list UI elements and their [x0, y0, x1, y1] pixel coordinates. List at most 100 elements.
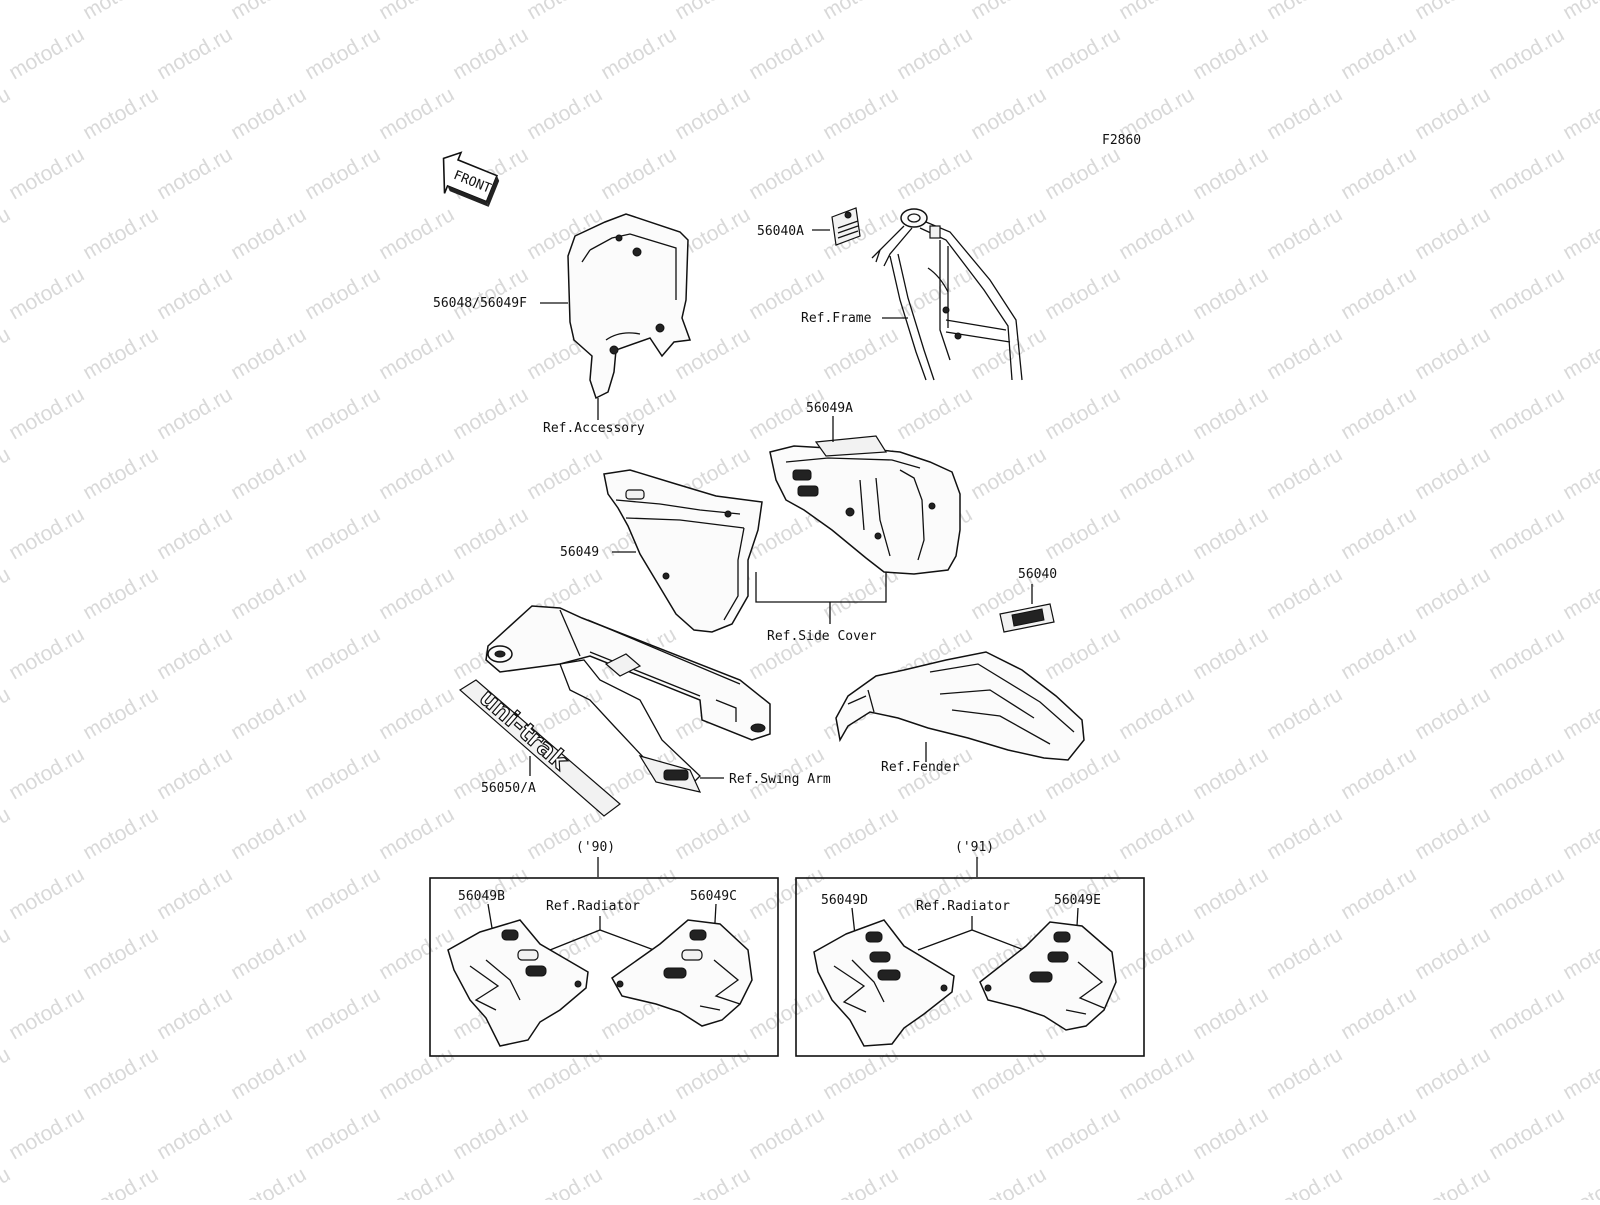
- watermark-text: motod.ru: [893, 863, 976, 924]
- watermark-text: motod.ru: [79, 323, 162, 384]
- watermark-text: motod.ru: [1115, 1043, 1198, 1104]
- watermark-text: motod.ru: [893, 1103, 976, 1164]
- watermark-text: motod.ru: [1337, 263, 1420, 324]
- watermark-text: motod.ru: [1115, 1163, 1198, 1200]
- watermark-text: motod.ru: [1337, 143, 1420, 204]
- watermark-text: motod.ru: [745, 983, 828, 1044]
- watermark-text: motod.ru: [227, 323, 310, 384]
- watermark-text: motod.ru: [1411, 1043, 1494, 1104]
- label-56049a: 56049A: [806, 401, 853, 416]
- panel-90-right-label: 56049C: [690, 889, 737, 904]
- watermark-text: motod.ru: [79, 563, 162, 624]
- watermark-text: motod.ru: [745, 1103, 828, 1164]
- watermark-text: motod.ru: [597, 1103, 680, 1164]
- watermark-text: motod.ru: [1263, 1163, 1346, 1200]
- watermark-text: motod.ru: [1041, 143, 1124, 204]
- watermark-text: motod.ru: [1189, 143, 1272, 204]
- panel-90-frame: [429, 877, 779, 1057]
- watermark-text: motod.ru: [1337, 1103, 1420, 1164]
- side-cover-left-part: [603, 469, 763, 633]
- watermark-text: motod.ru: [375, 0, 458, 24]
- watermark-text: motod.ru: [1411, 683, 1494, 744]
- watermark-text: motod.ru: [967, 803, 1050, 864]
- watermark-text: motod.ru: [1115, 923, 1198, 984]
- watermark-text: motod.ru: [597, 23, 680, 84]
- watermark-text: motod.ru: [1263, 323, 1346, 384]
- watermark-text: motod.ru: [1411, 323, 1494, 384]
- watermark-text: motod.ru: [301, 143, 384, 204]
- watermark-text: motod.ru: [1115, 0, 1198, 24]
- watermark-text: motod.ru: [5, 263, 88, 324]
- watermark-text: motod.ru: [1485, 263, 1568, 324]
- watermark-text: motod.ru: [1337, 623, 1420, 684]
- watermark-text: motod.ru: [227, 563, 310, 624]
- watermark-text: motod.ru: [5, 23, 88, 84]
- radiator-shroud-90-right: [611, 919, 753, 1027]
- watermark-text: motod.ru: [79, 443, 162, 504]
- panel-90-ref-label: Ref.Radiator: [546, 899, 640, 914]
- watermark-text: motod.ru: [5, 383, 88, 444]
- watermark-text: motod.ru: [449, 383, 532, 444]
- figure-code: F2860: [1102, 133, 1141, 148]
- watermark-text: motod.ru: [1559, 803, 1600, 864]
- watermark-text: motod.ru: [1263, 923, 1346, 984]
- panel-90-left-label: 56049B: [458, 889, 505, 904]
- watermark-text: motod.ru: [1337, 743, 1420, 804]
- watermark-text: motod.ru: [375, 1043, 458, 1104]
- watermark-text: motod.ru: [375, 803, 458, 864]
- watermark-text: motod.ru: [227, 683, 310, 744]
- watermark-text: motod.ru: [0, 563, 14, 624]
- watermark-text: motod.ru: [1263, 1043, 1346, 1104]
- watermark-text: motod.ru: [893, 263, 976, 324]
- panel-90-year: ('90): [576, 840, 615, 855]
- watermark-text: motod.ru: [153, 503, 236, 564]
- radiator-shroud-91-right: [979, 921, 1117, 1031]
- watermark-text: motod.ru: [523, 83, 606, 144]
- watermark-text: motod.ru: [1337, 863, 1420, 924]
- panel-91-frame: [795, 877, 1145, 1057]
- watermark-text: motod.ru: [819, 0, 902, 24]
- watermark-text: motod.ru: [1041, 23, 1124, 84]
- watermark-text: motod.ru: [79, 1043, 162, 1104]
- watermark-text: motod.ru: [1337, 383, 1420, 444]
- watermark-text: motod.ru: [1189, 863, 1272, 924]
- watermark-text: motod.ru: [449, 1103, 532, 1164]
- watermark-text: motod.ru: [1041, 503, 1124, 564]
- watermark-text: motod.ru: [1411, 563, 1494, 624]
- watermark-text: motod.ru: [1485, 623, 1568, 684]
- panel-90: ('90) 56049B Ref.Radiator 56049C: [429, 840, 779, 1057]
- watermark-text: motod.ru: [5, 1103, 88, 1164]
- watermark-text: motod.ru: [301, 743, 384, 804]
- watermark-text: motod.ru: [153, 143, 236, 204]
- label-56040a: 56040A: [757, 224, 804, 239]
- watermark-text: motod.ru: [1485, 863, 1568, 924]
- watermark-text: motod.ru: [1411, 443, 1494, 504]
- watermark-text: motod.ru: [301, 983, 384, 1044]
- watermark-text: motod.ru: [1337, 983, 1420, 1044]
- watermark-text: motod.ru: [745, 863, 828, 924]
- number-plate-part: [567, 213, 692, 400]
- watermark-text: motod.ru: [1263, 803, 1346, 864]
- watermark-text: motod.ru: [301, 383, 384, 444]
- watermark-text: motod.ru: [1411, 0, 1494, 24]
- watermark-text: motod.ru: [79, 203, 162, 264]
- label-ref-frame: Ref.Frame: [801, 311, 872, 326]
- watermark-text: motod.ru: [671, 803, 754, 864]
- watermark-text: motod.ru: [1115, 563, 1198, 624]
- watermark-text: motod.ru: [1189, 983, 1272, 1044]
- watermark-text: motod.ru: [5, 503, 88, 564]
- watermark-text: motod.ru: [1189, 503, 1272, 564]
- watermark-text: motod.ru: [1559, 443, 1600, 504]
- watermark-text: motod.ru: [227, 0, 310, 24]
- watermark-text: motod.ru: [671, 83, 754, 144]
- watermark-text: motod.ru: [153, 383, 236, 444]
- side-cover-right-part: [769, 435, 961, 575]
- watermark-text: motod.ru: [301, 503, 384, 564]
- watermark-text: motod.ru: [1263, 203, 1346, 264]
- watermark-text: motod.ru: [1559, 683, 1600, 744]
- radiator-shroud-91-left: [813, 919, 955, 1047]
- watermark-text: motod.ru: [967, 1163, 1050, 1200]
- label-56049: 56049: [560, 545, 599, 560]
